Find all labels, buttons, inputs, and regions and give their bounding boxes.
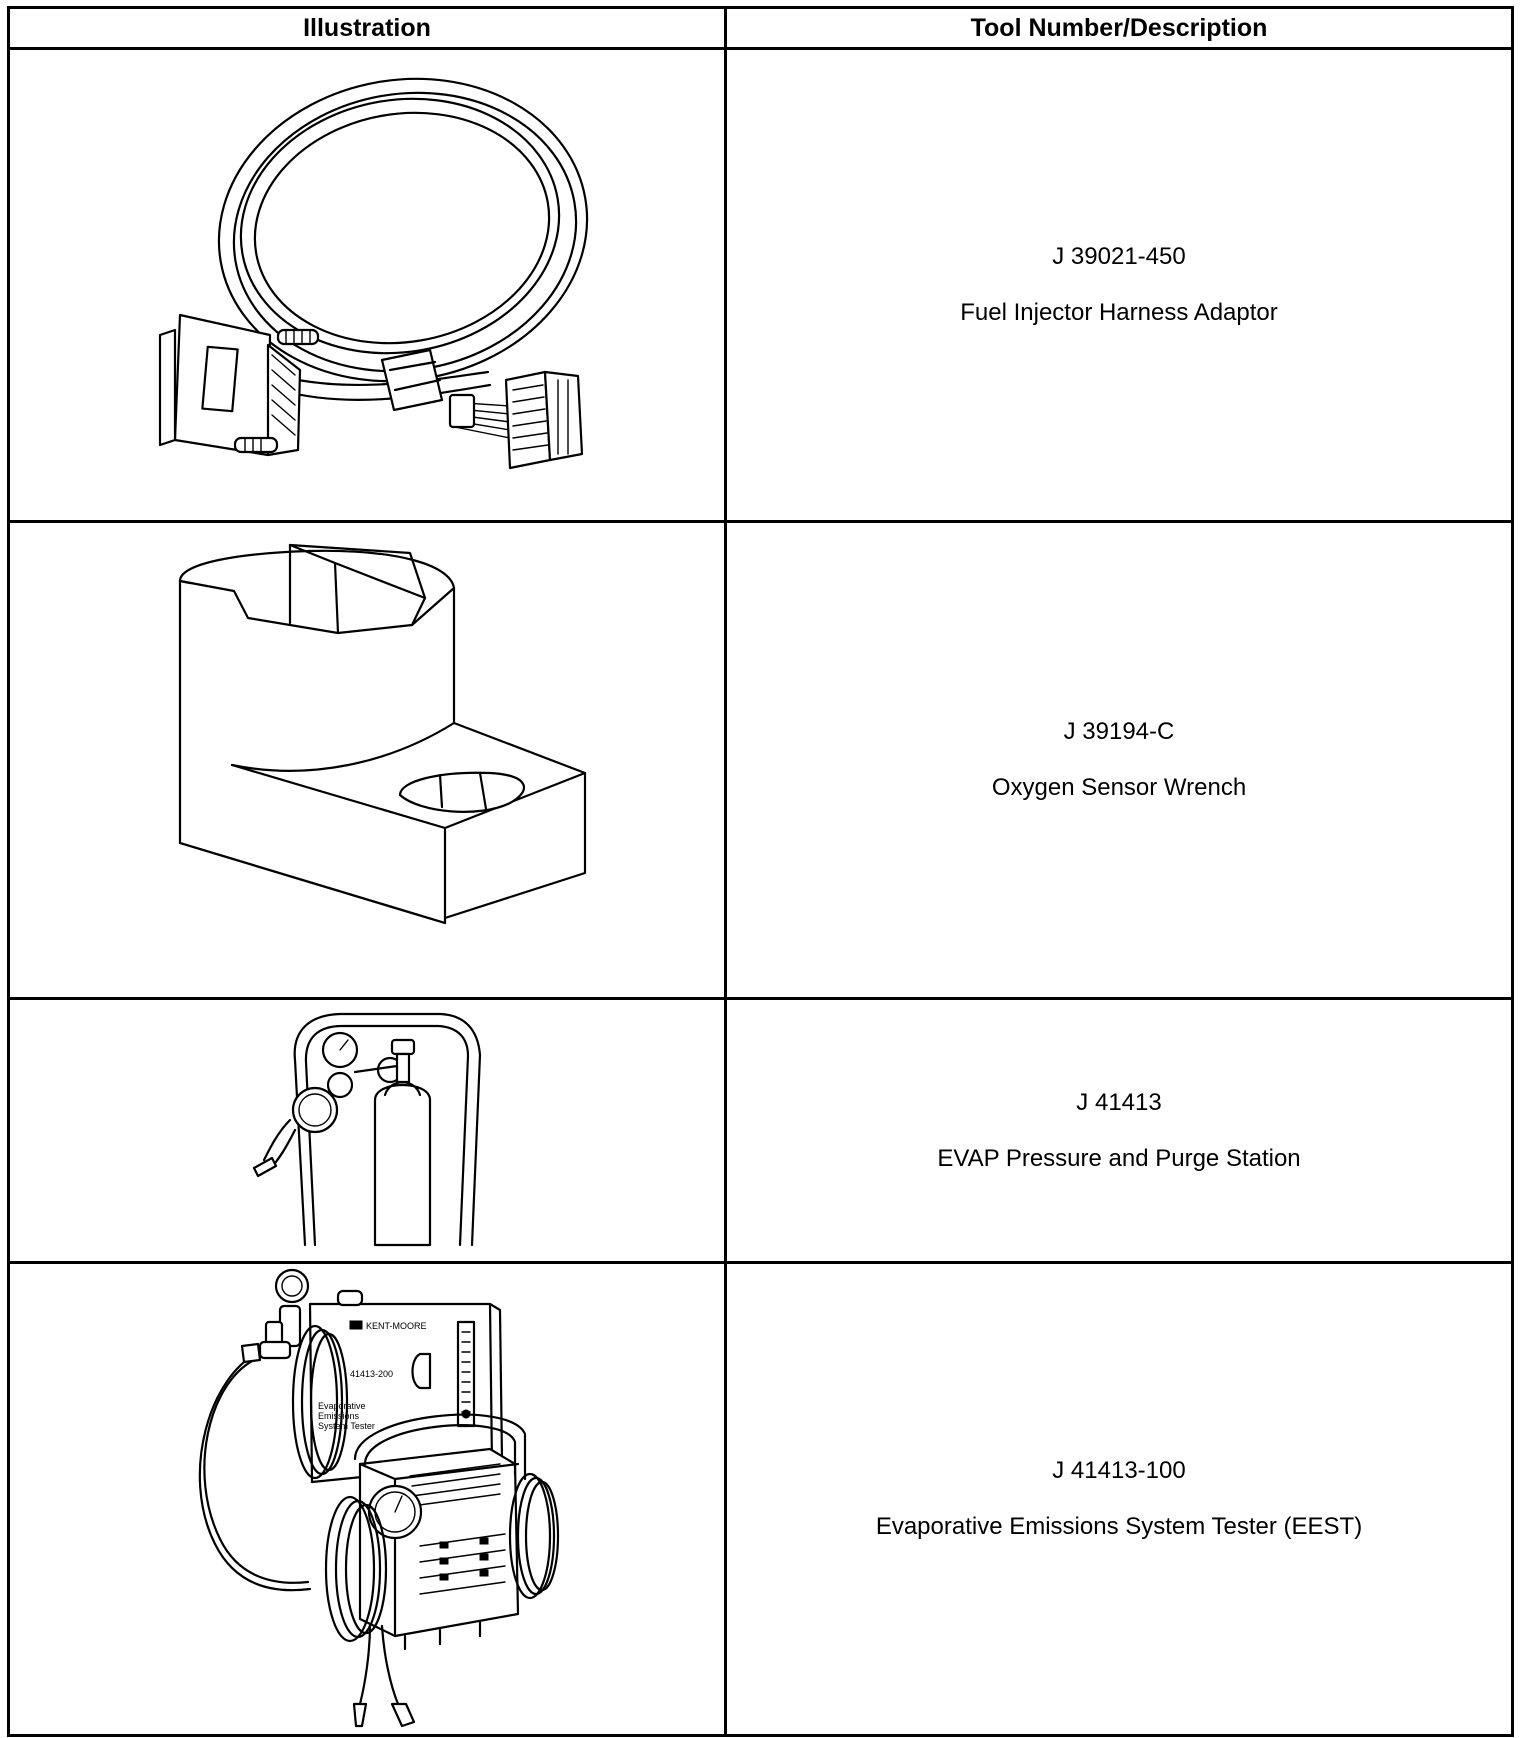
- tool-description-cell: J 39194-C Oxygen Sensor Wrench: [724, 520, 1514, 1000]
- tester-model-label: 41413-200: [350, 1369, 393, 1379]
- illustration-column-header: Illustration: [7, 6, 727, 50]
- illustration-cell: [7, 47, 727, 523]
- tool-description-cell: J 41413 EVAP Pressure and Purge Station: [724, 997, 1514, 1264]
- illustration-cell: [7, 997, 727, 1264]
- evap-purge-station-illustration-icon: [252, 1012, 482, 1247]
- harness-adaptor-illustration-icon: [158, 77, 589, 470]
- special-tools-table: Illustration Tool Number/Description: [7, 6, 1514, 1737]
- tester-name-line2: Emissions: [318, 1411, 360, 1421]
- tool-description: Oxygen Sensor Wrench: [991, 774, 1247, 801]
- illustration-cell: KENT-MOORE 41413-200 Evaporative Emissio…: [7, 1261, 727, 1737]
- emissions-tester-illustration-icon: KENT-MOORE 41413-200 Evaporative Emissio…: [198, 1268, 560, 1728]
- tool-number: J 39021-450: [1052, 243, 1186, 270]
- table-header-row: Illustration Tool Number/Description: [7, 6, 1514, 50]
- tool-description: EVAP Pressure and Purge Station: [937, 1144, 1301, 1172]
- table-row: KENT-MOORE 41413-200 Evaporative Emissio…: [7, 1261, 1514, 1737]
- illustration-cell: [7, 520, 727, 1000]
- tool-number: J 41413-100: [1052, 1457, 1186, 1484]
- tester-brand-label: KENT-MOORE: [366, 1321, 427, 1331]
- tool-description: Evaporative Emissions System Tester (EES…: [875, 1513, 1363, 1540]
- table-row: J 39021-450 Fuel Injector Harness Adapto…: [7, 47, 1514, 523]
- tool-description-cell: J 39021-450 Fuel Injector Harness Adapto…: [724, 47, 1514, 523]
- table-row: J 39194-C Oxygen Sensor Wrench: [7, 520, 1514, 1000]
- tool-column-header: Tool Number/Description: [724, 6, 1514, 50]
- table-row: J 41413 EVAP Pressure and Purge Station: [7, 997, 1514, 1264]
- tool-number: J 41413: [1076, 1088, 1162, 1116]
- oxygen-sensor-wrench-illustration-icon: [178, 543, 587, 925]
- tool-description-cell: J 41413-100 Evaporative Emissions System…: [724, 1261, 1514, 1737]
- tool-number: J 39194-C: [1063, 718, 1175, 745]
- tool-description: Fuel Injector Harness Adaptor: [960, 299, 1278, 326]
